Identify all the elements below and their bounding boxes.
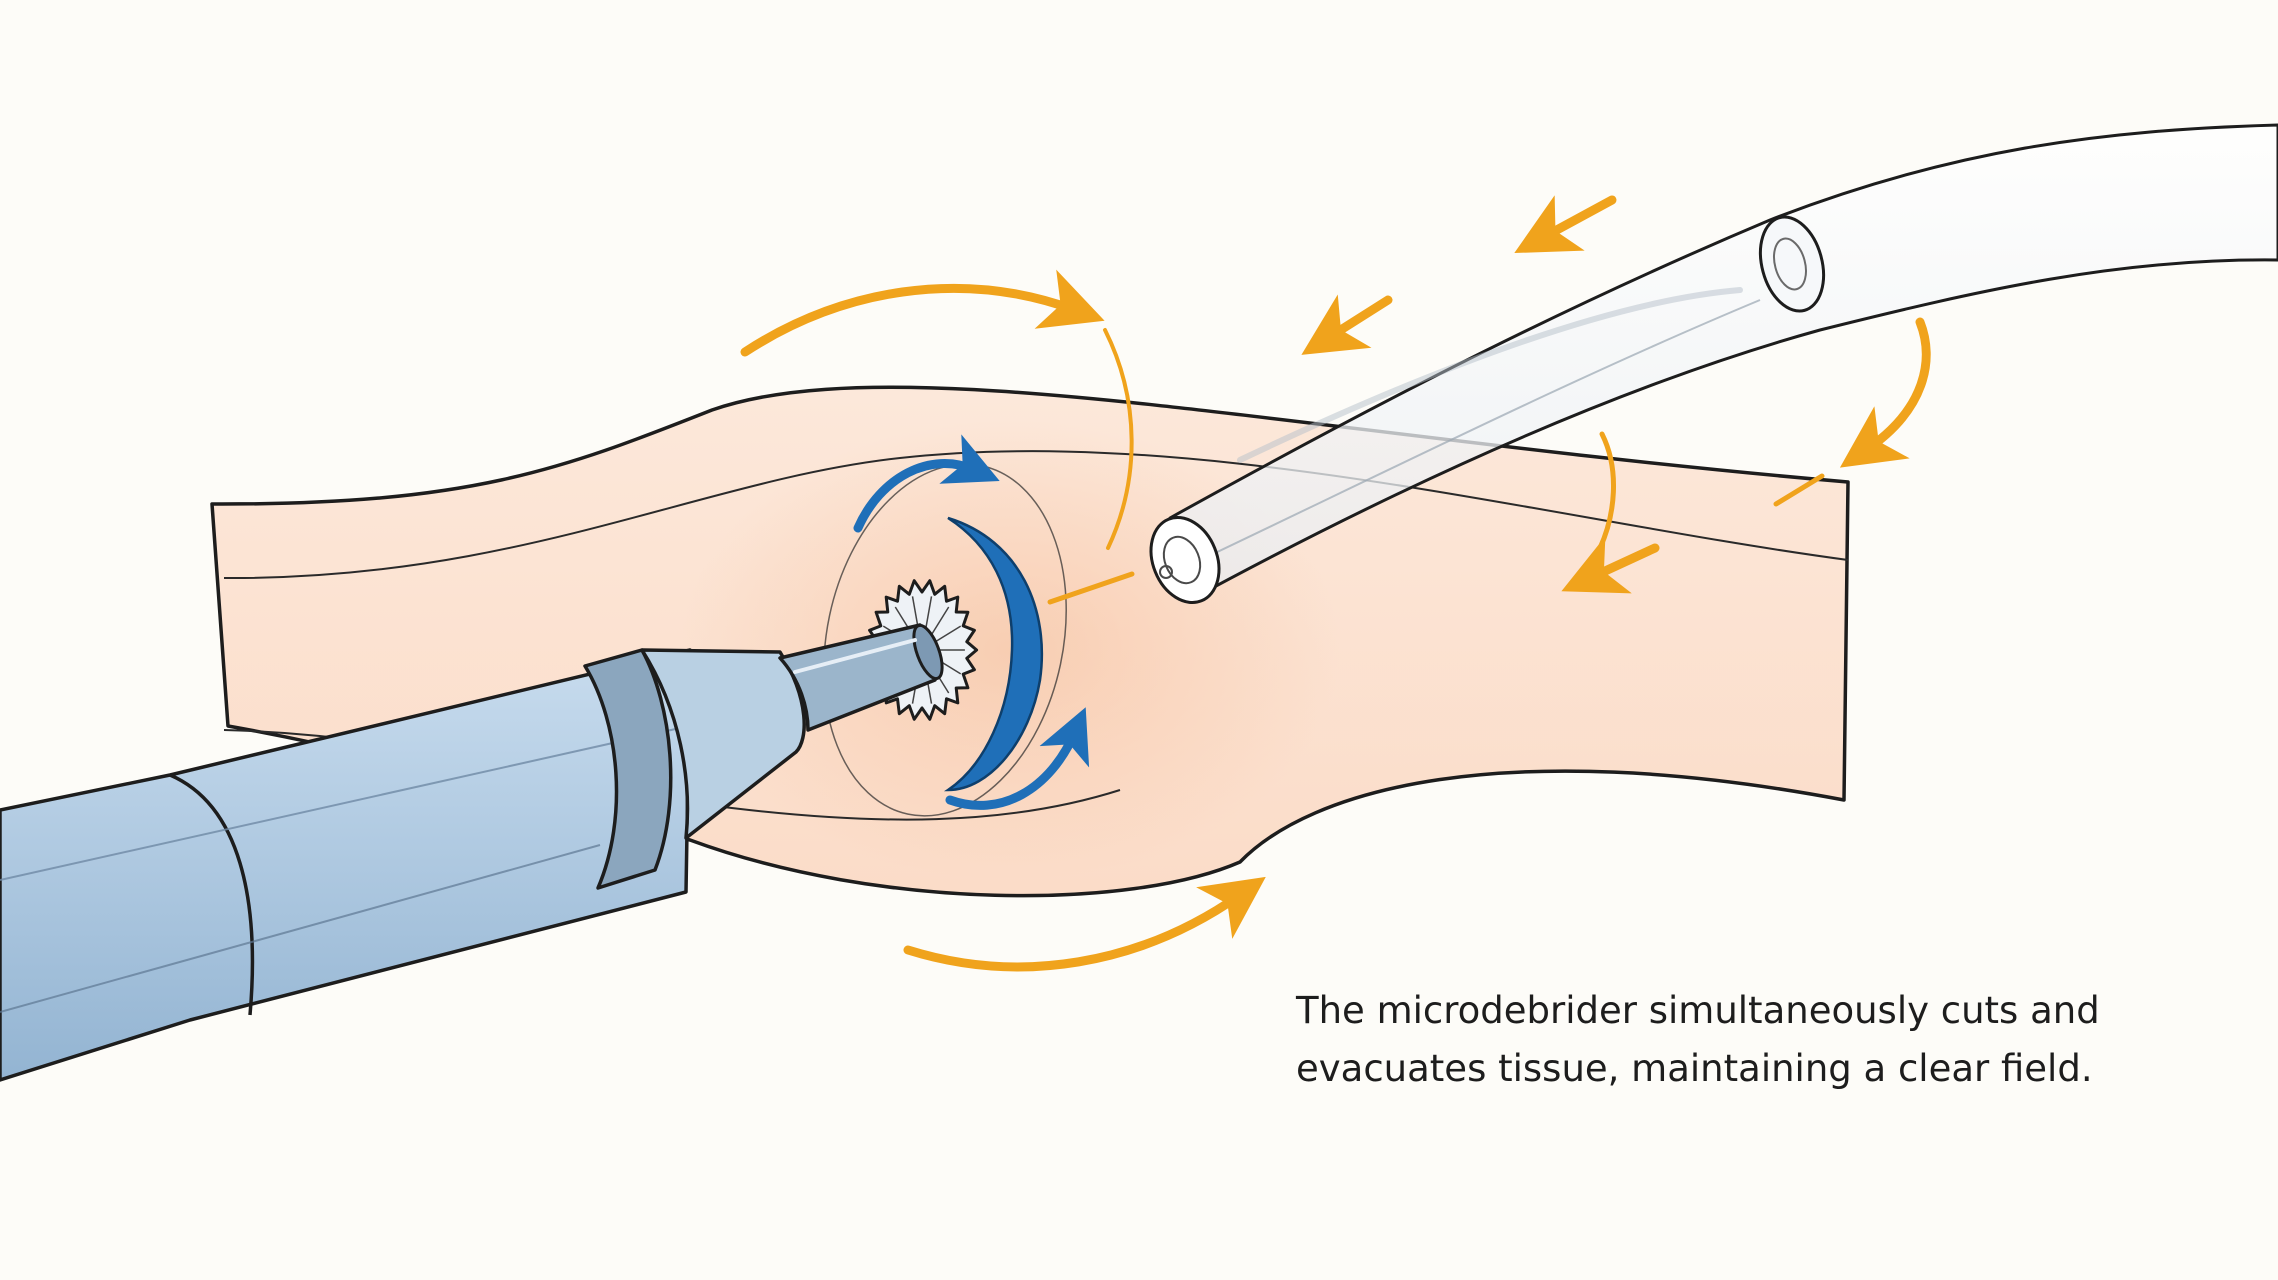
flow-arrow-upper-2	[1301, 294, 1393, 355]
flow-arrow-upper-1	[1514, 195, 1617, 254]
microdebrider-handpiece	[0, 623, 944, 1082]
flow-arrow-dash-right	[1773, 473, 1825, 507]
flow-arrow-bottom	[903, 876, 1266, 972]
flow-arrow-dash-left	[1047, 571, 1135, 605]
caption-text: The microdebrider simultaneously cuts an…	[1296, 989, 2100, 1090]
rotation-arrows	[853, 434, 1090, 810]
flow-arrow-arc	[1103, 328, 1134, 550]
flow-arrows	[740, 195, 1931, 972]
flow-arrow-mid	[1561, 536, 1660, 594]
rotation-arrow-top	[853, 434, 1000, 533]
flow-arrow-top	[740, 269, 1105, 357]
suction-tube	[1149, 123, 2278, 605]
flow-arrow-right	[1839, 317, 1931, 468]
rotation-arrow-bottom	[945, 707, 1090, 810]
